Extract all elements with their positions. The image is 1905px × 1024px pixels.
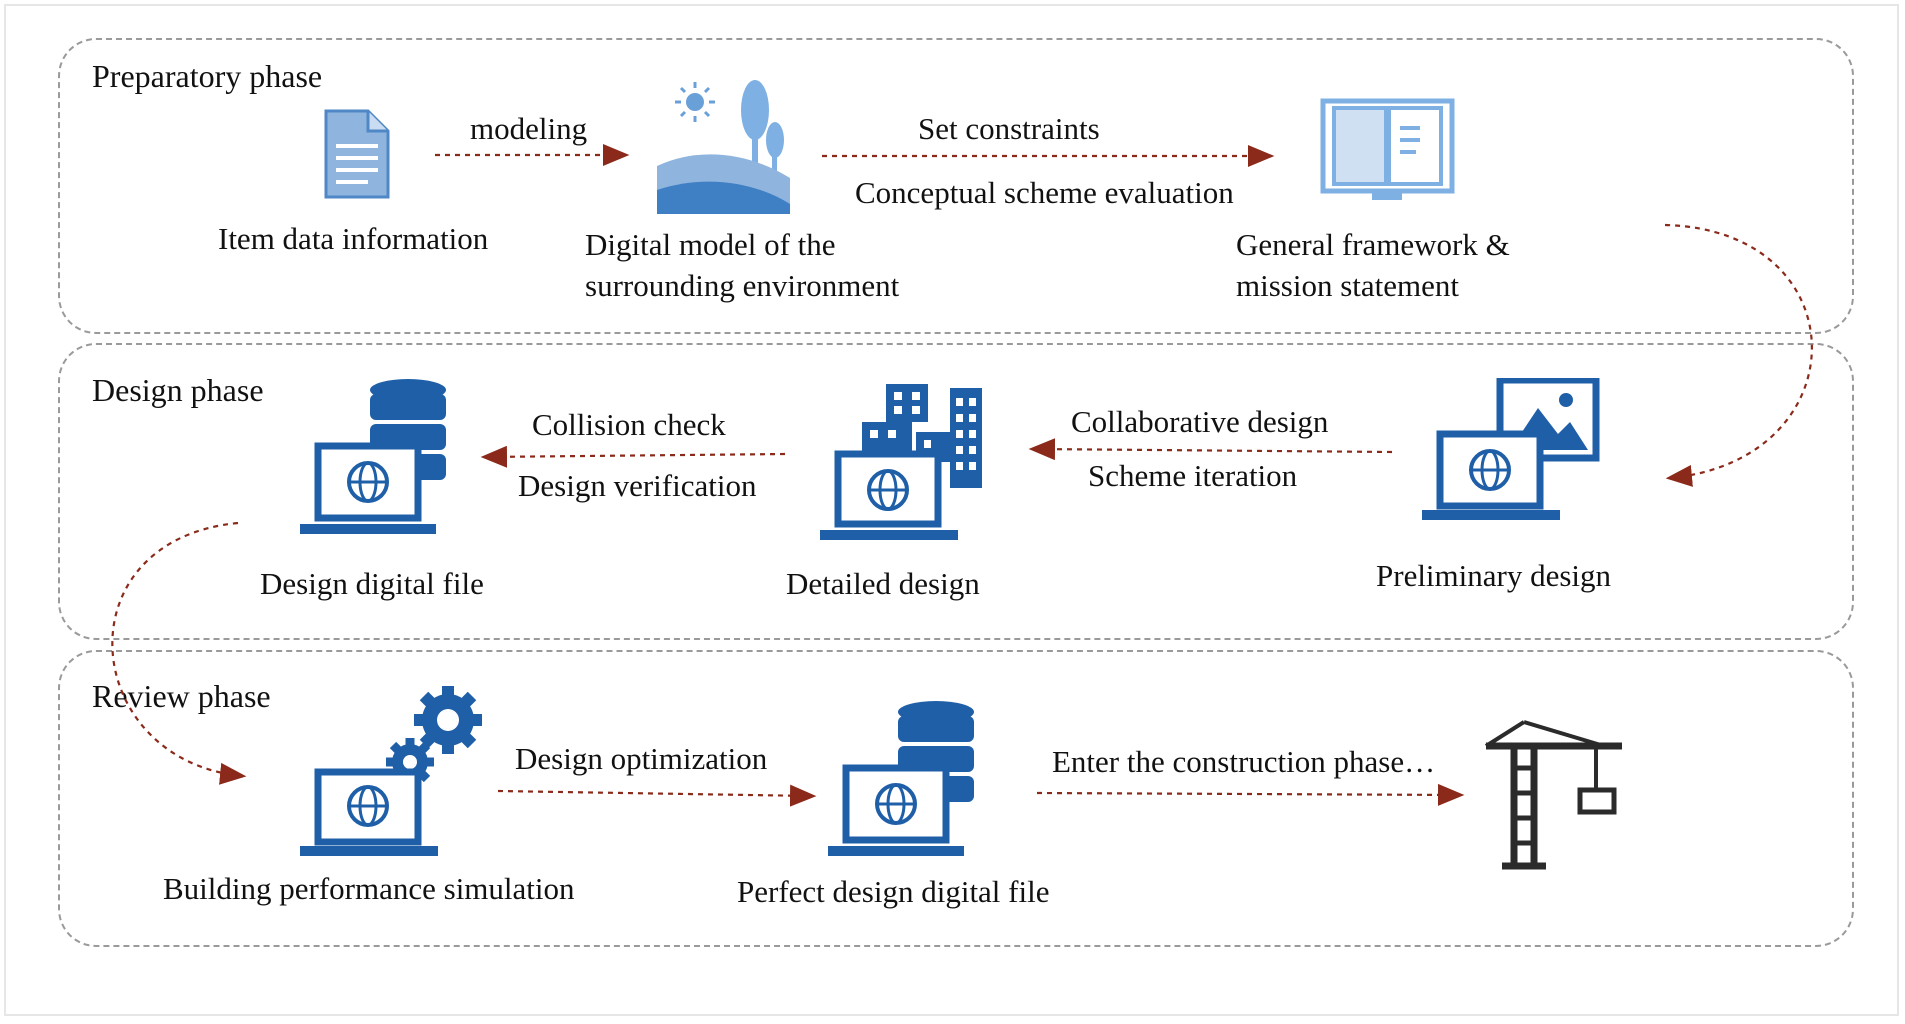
database-laptop-icon [300,379,446,534]
landscape-icon [657,80,790,214]
enter-construction-label: Enter the construction phase… [1052,744,1436,779]
preparatory-phase-title: Preparatory phase [92,58,323,94]
arrow-to-preliminary [1664,223,1813,487]
design-file-label: Design digital file [260,566,484,601]
set-constraints-label: Set constraints [918,111,1100,146]
collaborative-design-label: Collaborative design [1071,404,1329,439]
performance-sim-label: Building performance simulation [163,871,575,906]
arrow-optimization [497,784,817,807]
collision-check-label: Collision check [532,407,726,442]
perfect-file-label: Perfect design digital file [737,874,1050,909]
preliminary-design-label: Preliminary design [1376,558,1612,593]
arrow-to-review [111,521,247,785]
document-icon [324,109,390,199]
crane-icon [1484,720,1622,870]
arrow-collision [480,445,786,468]
review-phase-panel [58,650,1854,947]
scheme-iteration-label: Scheme iteration [1088,458,1298,493]
conceptual-eval-label: Conceptual scheme evaluation [855,175,1234,210]
buildings-laptop-icon [820,384,982,540]
book-icon [1320,98,1455,200]
modeling-label: modeling [470,111,588,146]
figure-frame [4,4,1899,1016]
framework-label-l1: General framework & [1236,227,1510,262]
picture-laptop-icon [1422,378,1600,520]
design-verification-label: Design verification [518,468,757,503]
detailed-design-label: Detailed design [786,566,980,601]
framework-label-l2: mission statement [1236,268,1460,303]
preparatory-phase-panel [58,38,1854,334]
arrow-collaborative [1028,438,1393,461]
digital-model-label-l1: Digital model of the [585,227,836,262]
database-laptop-icon-final [828,701,974,856]
gears-laptop-icon [300,686,482,856]
review-phase-title: Review phase [92,678,271,714]
digital-model-label-l2: surrounding environment [585,268,900,303]
arrow-construction [1036,783,1465,806]
design-phase-title: Design phase [92,372,264,408]
design-optimization-label: Design optimization [515,741,768,776]
item-data-label: Item data information [218,221,489,256]
design-phase-panel [58,343,1854,640]
